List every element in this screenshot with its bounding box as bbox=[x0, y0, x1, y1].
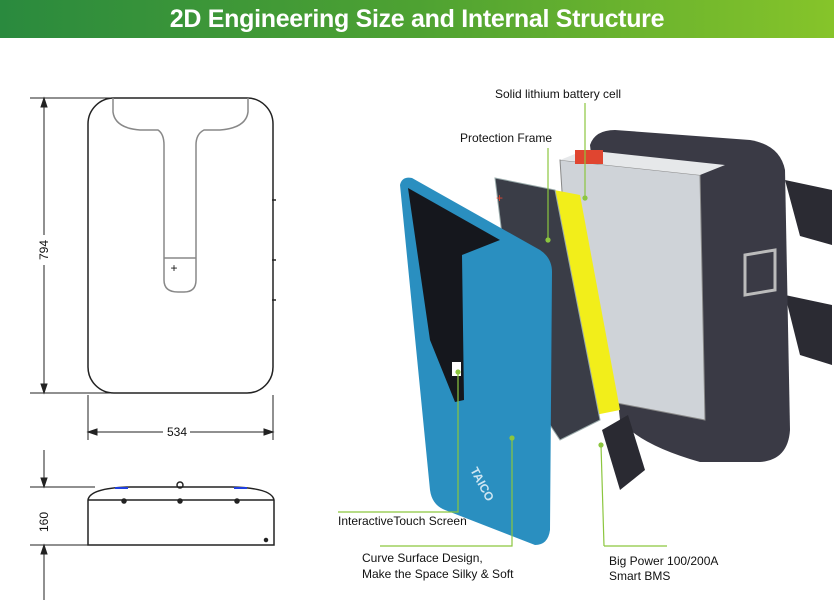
plate-plus-mark: + bbox=[496, 191, 503, 205]
battery-exploded-view: + TAICO bbox=[400, 130, 832, 546]
front-view-drawing bbox=[87, 97, 276, 394]
width-dimension-line bbox=[86, 395, 275, 440]
depth-label: 160 bbox=[37, 512, 51, 532]
callout-touch-screen: InteractiveTouch Screen bbox=[338, 514, 467, 528]
title-banner: 2D Engineering Size and Internal Structu… bbox=[0, 0, 834, 38]
callout-curve-design-line1: Curve Surface Design, bbox=[362, 551, 483, 565]
mounting-bracket bbox=[785, 180, 832, 245]
callout-battery-cell: Solid lithium battery cell bbox=[495, 87, 622, 101]
height-dimension-line bbox=[30, 96, 110, 395]
side-view-drawing bbox=[87, 481, 275, 546]
housing-handle bbox=[743, 248, 777, 297]
height-label: 794 bbox=[37, 240, 51, 260]
terminal-connector bbox=[575, 150, 603, 164]
bms-board bbox=[602, 415, 645, 490]
leader-lines bbox=[338, 103, 667, 547]
mounting-bracket bbox=[785, 295, 832, 365]
width-label: 534 bbox=[167, 425, 187, 439]
front-panel-black-t bbox=[408, 188, 500, 402]
callout-protection-frame: Protection Frame bbox=[460, 131, 553, 145]
depth-dimension-line bbox=[30, 450, 95, 600]
page-title: 2D Engineering Size and Internal Structu… bbox=[169, 4, 665, 33]
callout-bms-line1: Big Power 100/200A bbox=[609, 554, 719, 568]
callout-curve-design-line2: Make the Space Silky & Soft bbox=[362, 567, 514, 581]
callout-bms-line2: Smart BMS bbox=[609, 569, 671, 583]
plus-symbol: + bbox=[170, 261, 177, 275]
touch-screen bbox=[452, 362, 461, 376]
